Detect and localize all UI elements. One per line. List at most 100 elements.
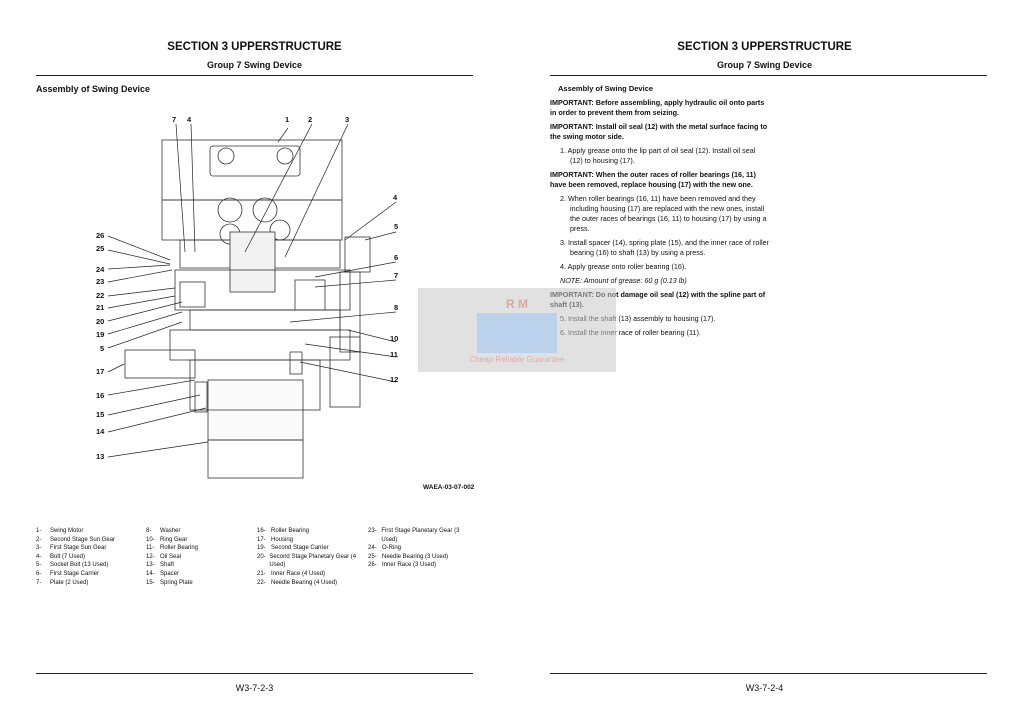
note: NOTE: Amount of grease: 60 g (0.13 lb) xyxy=(560,276,687,285)
step: 4. Apply grease onto roller bearing (16)… xyxy=(560,262,687,271)
legend-label: Housing xyxy=(271,536,294,543)
legend-num: 12- xyxy=(146,553,155,560)
important-note: IMPORTANT: When the outer races of rolle… xyxy=(550,170,756,189)
legend-num: 4- xyxy=(36,553,42,560)
legend-num: 6- xyxy=(36,570,42,577)
legend-label: Roller Bearing xyxy=(160,545,199,552)
legend-label: Plate (2 Used) xyxy=(50,579,89,586)
legend-num: 15- xyxy=(146,579,155,586)
callout-10: 10 xyxy=(390,334,398,343)
left-page: SECTION 3 UPPERSTRUCTURE Group 7 Swing D… xyxy=(0,0,509,725)
legend-num: 1- xyxy=(36,528,42,534)
footer-rule xyxy=(36,673,473,674)
important-note: IMPORTANT: Install oil seal (12) with th… xyxy=(550,122,768,141)
step: 3. Install spacer (14), spring plate (15… xyxy=(560,238,769,257)
important-note: IMPORTANT: Before assembling, apply hydr… xyxy=(550,98,765,117)
legend-label: Roller Bearing xyxy=(271,528,310,534)
step: 6. Install the inner race of roller bear… xyxy=(560,328,701,337)
legend-label: Spring Plate xyxy=(160,579,193,586)
callout-2: 2 xyxy=(308,115,312,124)
legend-label: Inner Race (3 Used) xyxy=(382,562,437,569)
legend-label: Socket Bolt (13 Used) xyxy=(50,562,109,569)
legend-num: 23- xyxy=(368,528,377,534)
group-title: Group 7 Swing Device xyxy=(716,60,813,70)
legend-label: Ring Gear xyxy=(160,536,188,543)
header-rule xyxy=(36,75,473,76)
callout-26: 26 xyxy=(96,231,104,240)
callout-4b: 4 xyxy=(393,193,398,202)
watermark-logo-icon xyxy=(477,312,557,353)
legend-label: Shaft xyxy=(160,562,175,569)
legend-num: 2- xyxy=(36,536,42,543)
callout-7b: 7 xyxy=(394,271,398,280)
legend-num: 8- xyxy=(146,528,152,534)
legend-label: Second Stage Planetary Gear (4 Used) xyxy=(269,553,357,569)
legend-label: Bolt (7 Used) xyxy=(50,553,86,560)
legend-num: 3- xyxy=(36,545,42,552)
legend-num: 20- xyxy=(257,553,266,560)
section-title: SECTION 3 UPPERSTRUCTURE xyxy=(167,41,342,53)
step: 2. When roller bearings (16, 11) have be… xyxy=(560,194,767,233)
legend-num: 10- xyxy=(146,536,155,543)
legend-label: Oil Seal xyxy=(160,553,182,560)
legend-label: Washer xyxy=(160,528,181,534)
section-title: SECTION 3 UPPERSTRUCTURE xyxy=(677,41,852,53)
legend-col-3: 16-Roller Bearing 17-Housing 19-Second S… xyxy=(257,527,362,587)
legend-num: 7- xyxy=(36,579,42,586)
callout-11: 11 xyxy=(390,350,398,359)
footer-rule xyxy=(550,673,987,674)
legend-num: 22- xyxy=(257,579,266,586)
legend-num: 16- xyxy=(257,528,266,534)
callout-25: 25 xyxy=(96,244,104,253)
callout-6: 6 xyxy=(394,253,398,262)
legend-label: First Stage Carrier xyxy=(50,570,100,577)
right-page: SECTION 3 UPPERSTRUCTURE Group 7 Swing D… xyxy=(510,0,1019,725)
callout-24: 24 xyxy=(96,265,105,274)
page-title: Assembly of Swing Device xyxy=(558,84,654,93)
step: 5. Install the shaft (13) assembly to ho… xyxy=(560,314,716,323)
callout-12: 12 xyxy=(390,375,398,384)
callout-3: 3 xyxy=(345,115,349,124)
page-title: Assembly of Swing Device xyxy=(36,84,151,94)
callout-13: 13 xyxy=(96,452,104,461)
legend-num: 5- xyxy=(36,562,42,569)
header-rule xyxy=(550,75,987,76)
watermark-slogan: Cheap Reliable Guarantee xyxy=(469,354,565,364)
callout-21: 21 xyxy=(96,303,104,312)
swing-device-diagram: 7 4 1 2 3 4 5 6 7 8 10 11 12 26 25 24 23… xyxy=(96,115,398,479)
callout-4: 4 xyxy=(187,115,192,124)
callout-7: 7 xyxy=(172,115,176,124)
legend-num: 11- xyxy=(146,545,155,552)
callout-22: 22 xyxy=(96,291,104,300)
callout-5b: 5 xyxy=(100,344,104,353)
legend-col-2: 8-Washer 10-Ring Gear 11-Roller Bearing … xyxy=(146,527,246,587)
legend-label: Spacer xyxy=(160,570,180,577)
legend-num: 19- xyxy=(257,545,266,552)
callout-17: 17 xyxy=(96,367,104,376)
legend-label: Needle Bearing (3 Used) xyxy=(382,553,449,560)
callout-5: 5 xyxy=(394,222,398,231)
group-title: Group 7 Swing Device xyxy=(206,60,303,70)
callout-16: 16 xyxy=(96,391,104,400)
legend-label: Needle Bearing (4 Used) xyxy=(271,579,338,586)
callout-14: 14 xyxy=(96,427,105,436)
legend-label: Second Stage Sun Gear xyxy=(50,536,116,543)
legend-col-1: 1-Swing Motor 2-Second Stage Sun Gear 3-… xyxy=(36,527,136,587)
callout-23: 23 xyxy=(96,277,104,286)
watermark: R M Cheap Reliable Guarantee xyxy=(418,288,616,372)
page-number: W3-7-2-4 xyxy=(745,683,784,693)
legend-num: 21- xyxy=(257,570,266,577)
legend-num: 26- xyxy=(368,562,377,569)
callout-20: 20 xyxy=(96,317,104,326)
legend-label: Second Stage Carrier xyxy=(271,545,329,552)
step: 1. Apply grease onto the lip part of oil… xyxy=(560,146,756,165)
legend-num: 24- xyxy=(368,545,377,552)
legend-num: 13- xyxy=(146,562,155,569)
callout-19: 19 xyxy=(96,330,104,339)
callout-8: 8 xyxy=(394,303,398,312)
figure-code: WAEA-03-07-002 xyxy=(423,484,475,491)
legend-label: O-Ring xyxy=(382,545,402,552)
legend-col-4: 23-First Stage Planetary Gear (3 Used) 2… xyxy=(368,527,473,570)
legend-num: 14- xyxy=(146,570,155,577)
callout-1: 1 xyxy=(285,115,289,124)
